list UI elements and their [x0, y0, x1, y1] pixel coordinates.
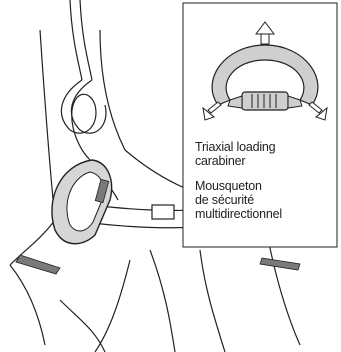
carabiner-gate-sleeve	[242, 92, 288, 110]
belt-buckle	[152, 205, 174, 219]
harness-carabiner	[52, 160, 112, 244]
callout-label-english: Triaxial loading carabiner	[195, 140, 335, 168]
callout-label-french: Mousqueton de sécurité multidirectionnel	[195, 179, 335, 221]
